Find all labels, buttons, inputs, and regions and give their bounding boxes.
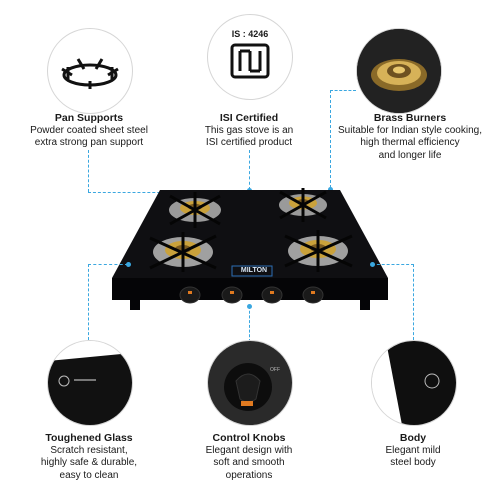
- body-circle: [371, 340, 457, 426]
- feature-desc: operations: [225, 469, 273, 481]
- feature-desc: and longer life: [378, 149, 442, 161]
- toughened-glass-label: Toughened Glass Scratch resistant, highl…: [14, 432, 164, 482]
- pan-supports-label: Pan Supports Powder coated sheet steel e…: [14, 112, 164, 150]
- brass-burners-label: Brass Burners Suitable for Indian style …: [322, 112, 498, 162]
- feature-desc: Elegant design with: [205, 444, 293, 456]
- feature-desc: This gas stove is an: [204, 124, 294, 136]
- feature-desc: easy to clean: [59, 469, 119, 481]
- feature-title: ISI Certified: [219, 112, 279, 124]
- connector-line: [88, 264, 128, 265]
- connector-line: [330, 90, 331, 188]
- brass-burner-circle: [356, 28, 442, 114]
- svg-text:OFF: OFF: [270, 367, 280, 373]
- feature-title: Control Knobs: [212, 432, 286, 444]
- control-knobs-label: Control Knobs Elegant design with soft a…: [176, 432, 322, 482]
- brass-burner-icon: [357, 29, 441, 113]
- connector-dot: [247, 188, 252, 193]
- connector-line: [88, 192, 180, 193]
- control-knob-icon: OFF: [208, 341, 292, 425]
- connector-dot: [178, 190, 183, 195]
- feature-title: Brass Burners: [373, 112, 447, 124]
- feature-title: Toughened Glass: [45, 432, 133, 444]
- feature-desc: high thermal efficiency: [360, 137, 460, 148]
- feature-desc: extra strong pan support: [34, 137, 144, 148]
- pan-support-circle: [47, 28, 133, 114]
- feature-title: Pan Supports: [54, 112, 124, 124]
- isi-circle: IS : 4246: [207, 14, 293, 100]
- connector-line: [413, 264, 414, 340]
- feature-desc: Elegant mild: [385, 444, 441, 456]
- feature-title: Body: [399, 432, 427, 444]
- feature-desc: highly safe & durable,: [40, 457, 138, 468]
- isi-label: ISI Certified This gas stove is an ISI c…: [176, 112, 322, 150]
- feature-desc: soft and smooth: [213, 457, 285, 468]
- connector-dot: [126, 262, 131, 267]
- feature-desc: Suitable for Indian style cooking,: [338, 124, 482, 136]
- feature-desc: steel body: [390, 457, 436, 468]
- connector-dot: [328, 187, 333, 192]
- connector-line: [88, 150, 89, 192]
- connector-line: [330, 90, 356, 91]
- body-label: Body Elegant mild steel body: [340, 432, 486, 470]
- connector-line: [249, 306, 250, 342]
- pan-support-icon: [61, 58, 119, 89]
- glass-panel-icon: [48, 341, 132, 425]
- connector-line: [88, 264, 89, 340]
- brand-logo: MILTON: [240, 267, 268, 274]
- control-knob-circle: OFF: [207, 340, 293, 426]
- stove-body-icon: [372, 341, 456, 425]
- feature-desc: ISI certified product: [205, 137, 293, 148]
- isi-logo-icon: [230, 43, 270, 79]
- connector-line: [372, 264, 414, 265]
- feature-desc: Powder coated sheet steel: [30, 124, 148, 136]
- toughened-glass-circle: [47, 340, 133, 426]
- isi-mark-text: IS : 4246: [231, 29, 269, 39]
- connector-line: [249, 150, 250, 190]
- feature-desc: Scratch resistant,: [50, 444, 128, 456]
